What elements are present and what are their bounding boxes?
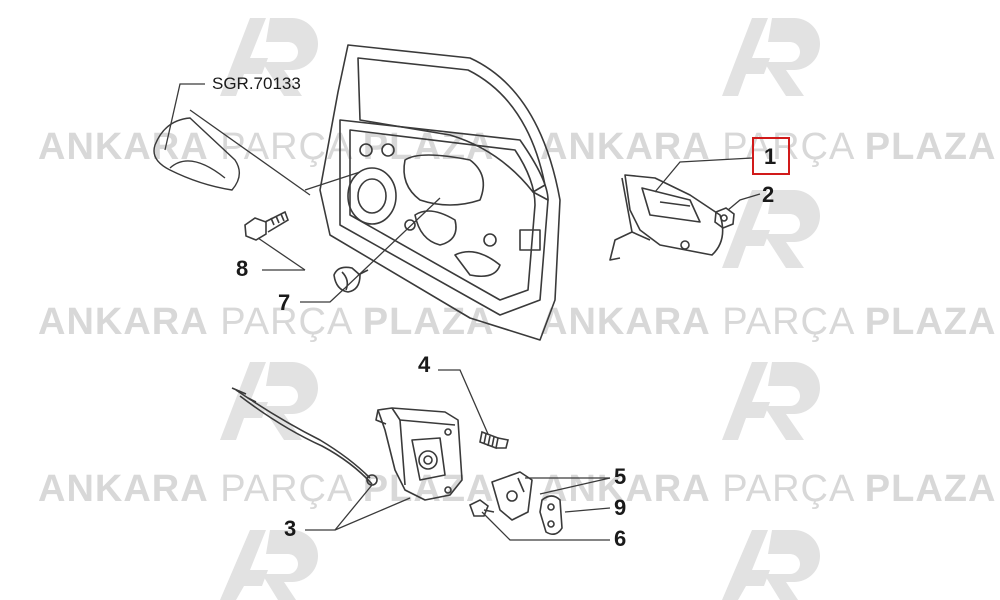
part-label-2[interactable]: 2 xyxy=(762,182,775,207)
watermark-text: ANKARA PARÇA PLAZA xyxy=(540,468,997,510)
leader-lines xyxy=(164,83,761,541)
striker-plate-part xyxy=(491,471,533,521)
watermark-text: ANKARA PARÇA PLAZA xyxy=(38,468,495,510)
watermark-text: ANKARA PARÇA PLAZA xyxy=(540,301,997,343)
small-screw-part xyxy=(469,499,495,517)
part-label-7[interactable]: 7 xyxy=(278,290,291,315)
watermark-logo xyxy=(220,18,820,600)
part-label-8[interactable]: 8 xyxy=(236,256,249,281)
trim-component xyxy=(153,117,240,191)
door-handle-part xyxy=(609,174,724,261)
nut-part xyxy=(714,207,735,229)
part-label-4[interactable]: 4 xyxy=(418,352,431,377)
watermark-text: ANKARA PARÇA PLAZA xyxy=(540,126,997,168)
screw-part xyxy=(479,430,509,450)
part-label-9[interactable]: 9 xyxy=(614,495,627,520)
reference-code-label: SGR.70133 xyxy=(212,74,301,93)
shim-part xyxy=(539,495,563,536)
door-panel xyxy=(319,44,561,341)
selected-part-highlight xyxy=(752,137,790,175)
part-label-3[interactable]: 3 xyxy=(284,516,297,541)
part-label-5[interactable]: 5 xyxy=(614,464,627,489)
part-label-6[interactable]: 6 xyxy=(614,526,627,551)
part-label-1[interactable]: 1 xyxy=(764,144,777,169)
door-lock-part xyxy=(231,387,463,501)
bolt-part xyxy=(244,210,289,241)
watermark-text: ANKARA PARÇA PLAZA xyxy=(38,301,495,343)
